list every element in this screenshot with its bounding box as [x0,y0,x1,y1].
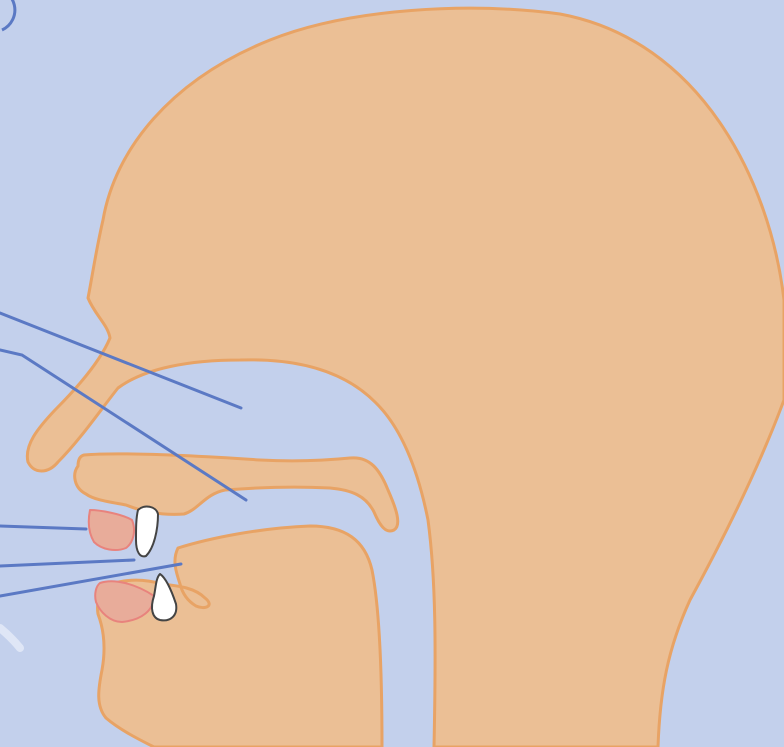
vocal-tract-diagram [0,0,784,747]
